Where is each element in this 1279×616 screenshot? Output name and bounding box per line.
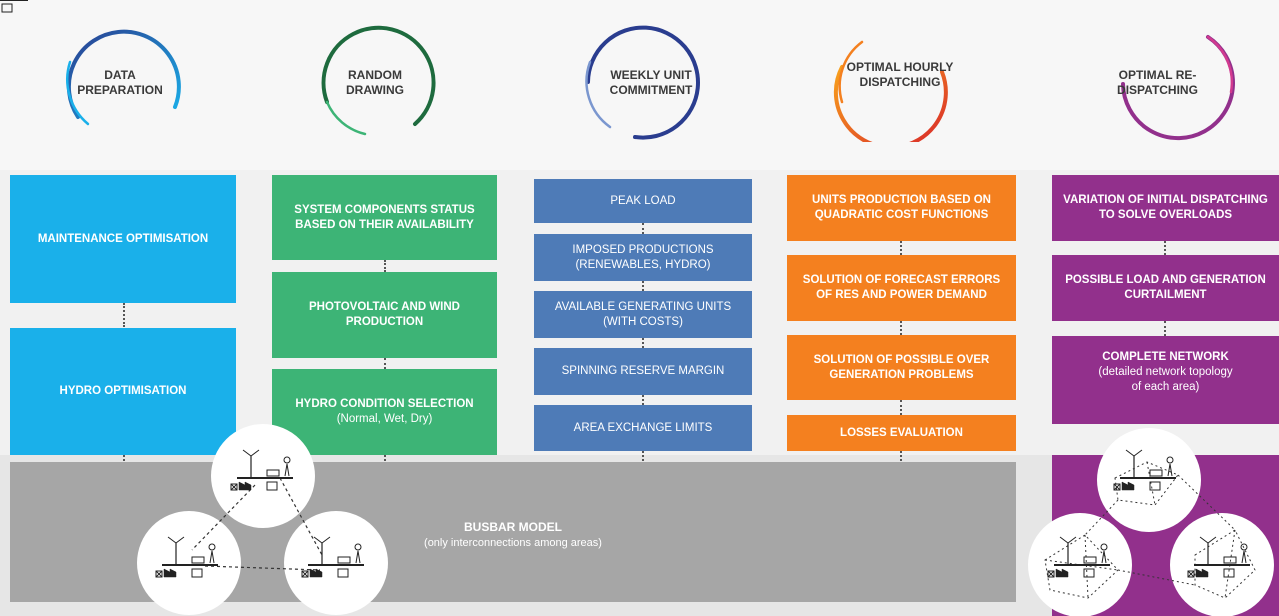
step-maintenance-optimisation: MAINTENANCE OPTIMISATION xyxy=(10,175,236,303)
step-system-components-status: SYSTEM COMPONENTS STATUS BASED ON THEIR … xyxy=(272,175,497,260)
connector xyxy=(900,321,902,335)
step-peak-load: PEAK LOAD xyxy=(534,179,752,223)
busbar-area-circles xyxy=(137,424,388,615)
step-load-generation-curtailment: POSSIBLE LOAD AND GENERATION CURTAILMENT xyxy=(1052,255,1279,321)
power-station-icon xyxy=(0,0,28,13)
re-dispatching-ring-icon xyxy=(1121,35,1235,141)
area-circle-left xyxy=(137,511,241,615)
connector xyxy=(900,241,902,255)
connector xyxy=(384,358,386,369)
stage-title-random-drawing: RANDOM DRAWING xyxy=(346,68,404,97)
step-available-generating-units: AVAILABLE GENERATING UNITS (WITH COSTS) xyxy=(534,291,752,338)
step-hydro-optimisation: HYDRO OPTIMISATION xyxy=(10,328,236,455)
area-circle-top xyxy=(211,424,315,528)
connector xyxy=(900,451,902,469)
network-circle-top xyxy=(1097,428,1201,532)
data-preparation-ring-icon xyxy=(66,29,181,126)
step-hydro-condition-selection: HYDRO CONDITION SELECTION (Normal, Wet, … xyxy=(272,369,497,455)
connector xyxy=(900,400,902,415)
re-dispatching-area-circles xyxy=(1028,428,1274,616)
connector xyxy=(642,451,644,469)
step-forecast-errors: SOLUTION OF FORECAST ERRORS OF RES AND P… xyxy=(787,255,1016,321)
connector xyxy=(1164,241,1166,255)
step-units-production: UNITS PRODUCTION BASED ON QUADRATIC COST… xyxy=(787,175,1016,241)
connector xyxy=(642,395,644,405)
stage-title-hourly-dispatching: OPTIMAL HOURLY DISPATCHING xyxy=(846,60,954,89)
stage-title-unit-commitment: WEEKLY UNIT COMMITMENT xyxy=(609,68,693,97)
complete-network-sub: (detailed network topology of each area) xyxy=(1098,366,1233,393)
step-complete-network: COMPLETE NETWORK (detailed network topol… xyxy=(1052,336,1279,424)
hydro-condition-title: HYDRO CONDITION SELECTION xyxy=(295,398,474,410)
step-photovoltaic-wind: PHOTOVOLTAIC AND WIND PRODUCTION xyxy=(272,272,497,358)
stage-title-data-preparation: DATA PREPARATION xyxy=(77,68,163,97)
connector xyxy=(642,223,644,234)
connector xyxy=(384,260,386,272)
step-imposed-productions: IMPOSED PRODUCTIONS (RENEWABLES, HYDRO) xyxy=(534,234,752,281)
area-circle-right xyxy=(284,511,388,615)
random-drawing-ring-icon xyxy=(321,25,436,136)
busbar-title: BUSBAR MODEL xyxy=(464,520,562,534)
step-losses-evaluation: LOSSES EVALUATION xyxy=(787,415,1016,451)
connector xyxy=(642,338,644,348)
hourly-dispatching-ring-icon xyxy=(833,40,948,142)
step-spinning-reserve-margin: SPINNING RESERVE MARGIN xyxy=(534,348,752,395)
stage-title-re-dispatching: OPTIMAL RE-DISPATCHING xyxy=(1117,68,1198,97)
unit-commitment-ring-icon xyxy=(585,25,700,140)
step-over-generation: SOLUTION OF POSSIBLE OVER GENERATION PRO… xyxy=(787,335,1016,400)
step-variation-initial-dispatching: VARIATION OF INITIAL DISPATCHING TO SOLV… xyxy=(1052,175,1279,241)
busbar-subtitle: (only interconnections among areas) xyxy=(424,537,602,549)
complete-network-title: COMPLETE NETWORK xyxy=(1102,351,1229,363)
connector xyxy=(123,303,125,327)
connector xyxy=(1164,321,1166,336)
step-area-exchange-limits: AREA EXCHANGE LIMITS xyxy=(534,405,752,451)
connector xyxy=(642,281,644,291)
hydro-condition-sub: (Normal, Wet, Dry) xyxy=(336,413,433,425)
